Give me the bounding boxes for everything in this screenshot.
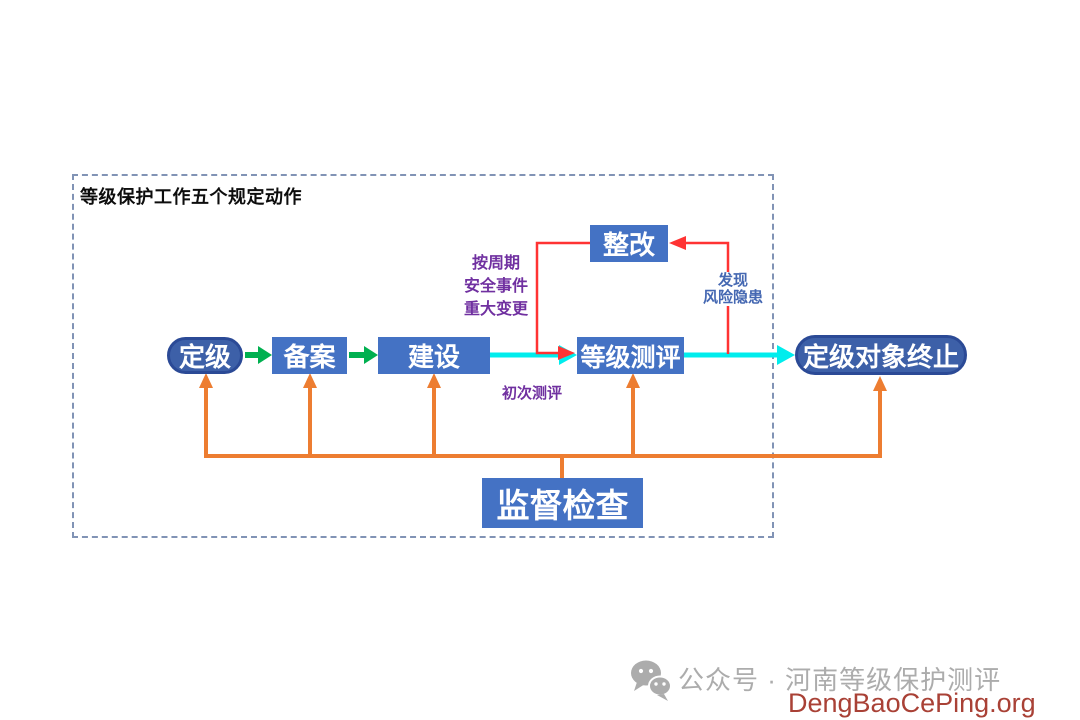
node-supervision: 监督检查 <box>482 478 643 528</box>
node-rectification: 整改 <box>590 225 668 262</box>
node-grading: 定级 <box>167 337 243 374</box>
node-filing: 备案 <box>272 337 347 374</box>
watermark-account-text: 公众号 · 河南等级保护测评 <box>678 665 1002 695</box>
node-level-assessment: 等级测评 <box>577 337 684 374</box>
green-arrow-grading-to-filing <box>245 346 272 364</box>
label-found-line2: 风险隐患 <box>702 289 763 306</box>
label-assessment-triggers: 按周期 安全事件 重大变更 <box>436 252 556 321</box>
watermark: 公众号 · 河南等级保护测评 DengBaoCePing.org <box>626 656 1066 718</box>
node-object-termination: 定级对象终止 <box>795 335 967 375</box>
label-found-line1: 发现 <box>717 272 748 289</box>
diagram-title: 等级保护工作五个规定动作 <box>80 187 302 207</box>
label-risk-found: 发现 风险隐患 <box>695 272 771 306</box>
watermark-site-text: DengBaoCePing.org <box>788 688 1036 718</box>
node-construction: 建设 <box>378 337 490 374</box>
label-cycle-line1: 按周期 <box>471 255 520 272</box>
label-initial-assessment: 初次测评 <box>501 385 562 402</box>
red-arrow-assessment-to-rectification <box>669 236 730 354</box>
wechat-icon <box>631 660 672 701</box>
label-cycle-line3: 重大变更 <box>463 301 528 318</box>
red-arrow-rectification-to-assessment <box>535 241 590 360</box>
orange-supervision-arrows <box>199 373 887 478</box>
label-cycle-line2: 安全事件 <box>463 278 528 295</box>
green-arrow-filing-to-construction <box>349 346 378 364</box>
cyan-arrow-assessment-to-termination <box>684 345 795 365</box>
